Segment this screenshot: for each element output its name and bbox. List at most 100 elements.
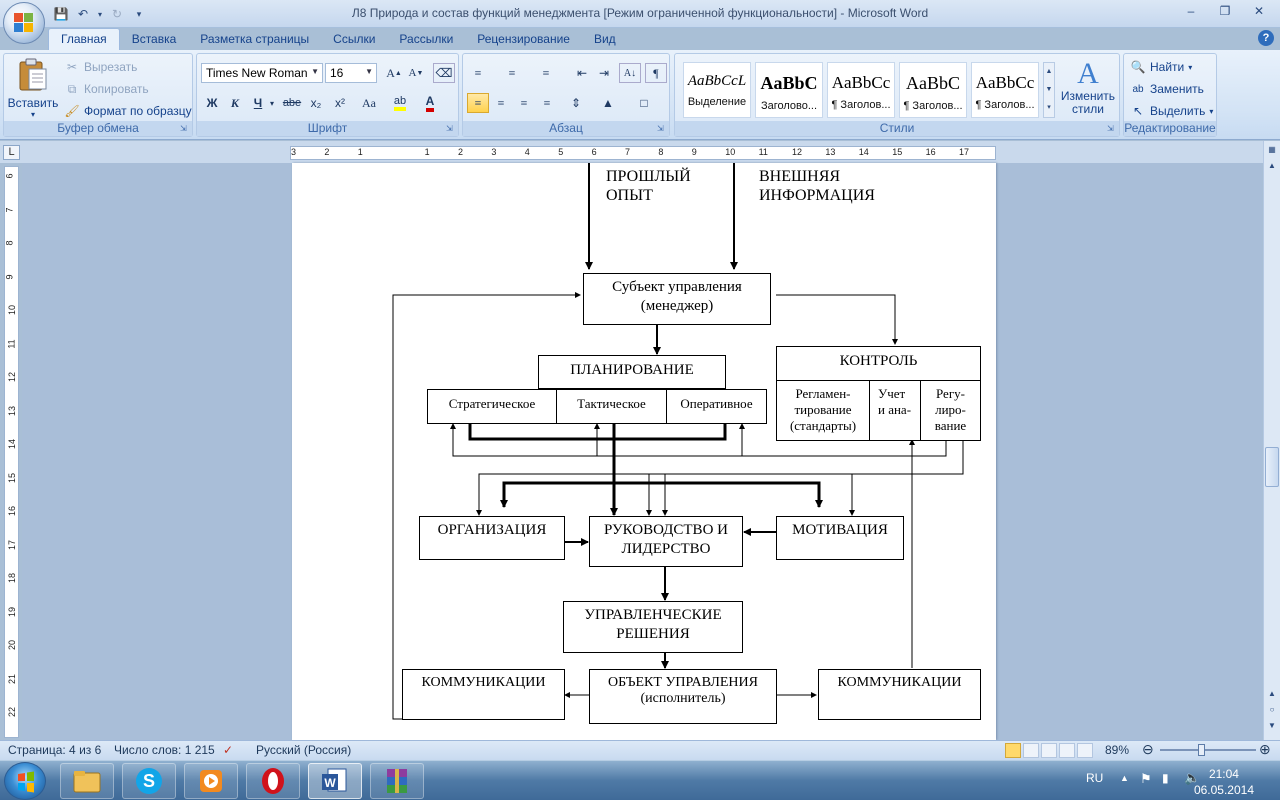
word-count[interactable]: Число слов: 1 215 — [114, 743, 215, 757]
draft-view-button[interactable] — [1077, 743, 1093, 758]
style-heading[interactable]: AaBbC Заголово... — [755, 62, 823, 118]
taskbar-winrar[interactable] — [370, 763, 424, 799]
tab-view[interactable]: Вид — [593, 32, 616, 46]
zoom-slider-handle[interactable] — [1198, 744, 1205, 756]
tab-selector[interactable]: L — [3, 145, 20, 160]
decrease-indent-button[interactable]: ⇤ — [576, 65, 588, 80]
shrink-font-button[interactable]: A▼ — [408, 67, 424, 79]
highlight-color-button[interactable]: ab — [389, 93, 411, 113]
input-language[interactable]: RU — [1086, 771, 1104, 785]
underline-dropdown-icon[interactable]: ▾ — [269, 98, 274, 108]
taskbar-opera[interactable] — [246, 763, 300, 799]
page-indicator[interactable]: Страница: 4 из 6 — [8, 743, 102, 757]
prev-page-icon[interactable]: ▲ — [1268, 689, 1276, 698]
zoom-out-icon[interactable]: ⊖ — [1142, 741, 1154, 757]
clear-formatting-button[interactable]: ⌫ — [433, 63, 455, 83]
volume-icon[interactable]: 🔈 — [1184, 770, 1201, 785]
align-right-button[interactable]: ≡ — [520, 95, 528, 110]
justify-button[interactable]: ≡ — [543, 95, 551, 110]
underline-button[interactable]: Ч — [253, 96, 263, 110]
show-hidden-icons-icon[interactable]: ▲ — [1120, 773, 1129, 783]
italic-button[interactable]: К — [230, 95, 240, 110]
tab-references[interactable]: Ссылки — [333, 32, 376, 46]
tab-review[interactable]: Рецензирование — [477, 32, 570, 46]
grow-font-button[interactable]: A▲ — [386, 65, 402, 80]
tab-home[interactable]: Главная — [48, 28, 120, 50]
clock[interactable]: 21:04 06.05.2014 — [1194, 766, 1254, 798]
font-color-button[interactable]: A — [419, 93, 441, 113]
find-button[interactable]: 🔍 Найти ▾ — [1130, 59, 1193, 75]
multilevel-list-button[interactable]: ≡ — [542, 65, 550, 80]
change-styles-button[interactable]: A Изменить стили — [1059, 58, 1117, 116]
ruler-toggle-icon[interactable]: ▦ — [1268, 145, 1276, 154]
undo-icon[interactable]: ↶ — [77, 7, 89, 21]
style-heading-1[interactable]: AaBbCc ¶ Заголов... — [827, 62, 895, 118]
minimize-button[interactable]: – — [1187, 4, 1195, 18]
zoom-level[interactable]: 89% — [1105, 743, 1130, 757]
styles-scroll[interactable]: ▲▼▾ — [1043, 62, 1055, 118]
line-spacing-button[interactable]: ⇕ — [570, 95, 582, 110]
style-heading-2[interactable]: AaBbC ¶ Заголов... — [899, 62, 967, 118]
borders-button[interactable]: □ — [640, 95, 648, 110]
dialog-launcher-icon[interactable]: ⇲ — [446, 124, 453, 133]
superscript-button[interactable]: x² — [335, 96, 345, 110]
next-page-icon[interactable]: ▼ — [1268, 721, 1276, 730]
replace-button[interactable]: ab Заменить — [1130, 81, 1204, 97]
format-painter-button[interactable]: 🖌 Формат по образцу — [64, 103, 191, 119]
cut-button[interactable]: ✂ Вырезать — [64, 59, 137, 75]
maximize-button[interactable]: ❐ — [1219, 4, 1231, 18]
dialog-launcher-icon[interactable]: ⇲ — [657, 124, 664, 133]
select-button[interactable]: ↖ Выделить ▾ — [1130, 103, 1213, 119]
save-icon[interactable]: 💾 — [53, 7, 69, 21]
undo-dropdown-icon[interactable]: ▾ — [97, 9, 102, 19]
language-indicator[interactable]: Русский (Россия) — [256, 743, 352, 757]
copy-button[interactable]: ⧉ Копировать — [64, 81, 149, 97]
print-layout-view-button[interactable] — [1005, 743, 1021, 758]
tab-insert[interactable]: Вставка — [131, 32, 177, 46]
change-case-button[interactable]: Aa — [362, 95, 376, 110]
bullets-button[interactable]: ≡ — [474, 65, 482, 80]
bold-button[interactable]: Ж — [206, 96, 218, 110]
document-page[interactable]: ПРОШЛЫЙ ОПЫТ ВНЕШНЯЯ ИНФОРМАЦИЯ Субъект … — [292, 163, 996, 740]
office-button[interactable] — [3, 2, 45, 44]
zoom-slider[interactable] — [1160, 749, 1256, 751]
zoom-in-icon[interactable]: ⊕ — [1259, 741, 1271, 757]
align-center-button[interactable]: ≡ — [497, 95, 505, 110]
style-emphasis[interactable]: AaBbCcL Выделение — [683, 62, 751, 118]
taskbar-skype[interactable]: S — [122, 763, 176, 799]
outline-view-button[interactable] — [1059, 743, 1075, 758]
strikethrough-button[interactable]: abe — [282, 97, 302, 109]
vertical-scrollbar[interactable]: ▦ ▲ ▲ ○ ▼ — [1263, 141, 1280, 740]
network-icon[interactable]: ▮ — [1162, 771, 1169, 785]
spellcheck-icon[interactable]: ✓ — [223, 743, 234, 757]
align-left-button[interactable]: ≡ — [467, 93, 489, 113]
start-button[interactable] — [4, 762, 46, 800]
browse-object-icon[interactable]: ○ — [1269, 705, 1275, 714]
sort-button[interactable]: A↓ — [619, 63, 641, 83]
style-heading-3[interactable]: AaBbCc ¶ Заголов... — [971, 62, 1039, 118]
full-screen-reading-view-button[interactable] — [1023, 743, 1039, 758]
scroll-up-icon[interactable]: ▲ — [1268, 161, 1276, 170]
security-icon[interactable]: ⚑ — [1140, 771, 1152, 786]
tab-mailings[interactable]: Рассылки — [399, 32, 454, 46]
close-button[interactable]: ✕ — [1253, 4, 1265, 18]
redo-icon[interactable]: ↻ — [111, 7, 123, 21]
subscript-button[interactable]: x₂ — [310, 96, 322, 110]
numbering-button[interactable]: ≡ — [508, 65, 516, 80]
dialog-launcher-icon[interactable]: ⇲ — [1107, 124, 1114, 133]
shading-button[interactable]: ▲ — [602, 95, 614, 110]
customize-qat-icon[interactable]: ▾ — [136, 8, 142, 19]
paste-button[interactable]: Вставить ▾ — [8, 58, 58, 119]
scroll-thumb[interactable] — [1265, 447, 1279, 487]
dialog-launcher-icon[interactable]: ⇲ — [180, 124, 187, 133]
web-layout-view-button[interactable] — [1041, 743, 1057, 758]
show-marks-button[interactable]: ¶ — [645, 63, 667, 83]
font-family-combo[interactable]: Times New Roman ▼ — [201, 63, 323, 83]
help-icon[interactable]: ? — [1258, 30, 1274, 46]
font-size-combo[interactable]: 16 ▼ — [325, 63, 377, 83]
tab-page-layout[interactable]: Разметка страницы — [200, 32, 310, 46]
increase-indent-button[interactable]: ⇥ — [598, 65, 610, 80]
taskbar-explorer[interactable] — [60, 763, 114, 799]
